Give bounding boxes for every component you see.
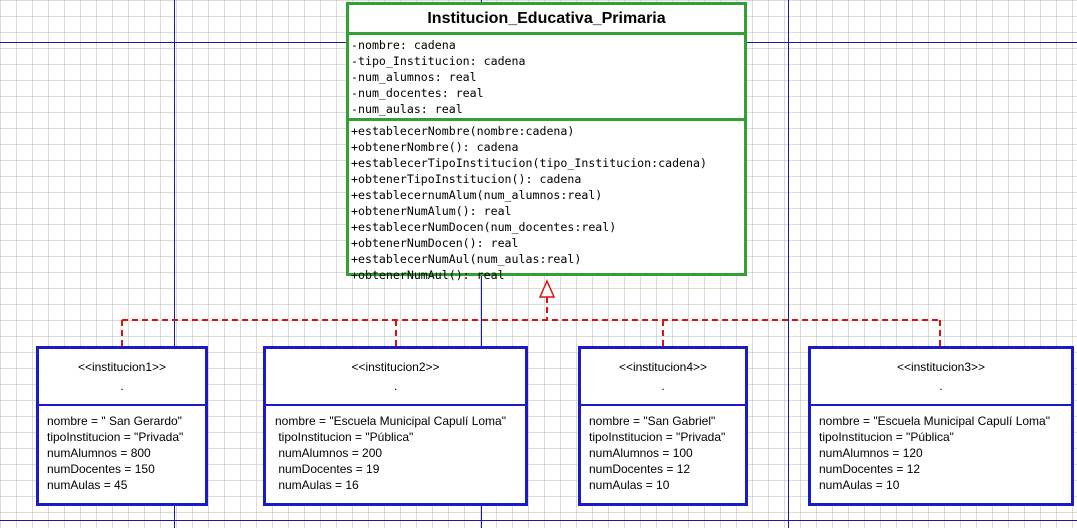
object-box-institucion3[interactable]: <<institucion3>> . nombre = "Escuela Mun… [808,346,1074,506]
object-box-institucion1[interactable]: <<institucion1>> . nombre = " San Gerard… [36,346,208,506]
object-stereotype: <<institucion3>> [896,360,986,374]
object-header: <<institucion3>> . [811,349,1071,406]
object-header: <<institucion4>> . [581,349,745,406]
object-field: nombre = " San Gerardo" [47,414,182,428]
object-field: tipoInstitucion = "Pública" [819,430,954,444]
class-name: Institucion_Educativa_Primaria [349,5,744,35]
class-method: +obtenerNumAlum(): real [351,204,512,218]
object-field: numAulas = 10 [589,478,670,492]
object-field: numAulas = 16 [275,478,359,492]
class-attributes: -nombre: cadena -tipo_Institucion: caden… [349,35,744,121]
class-method: +establecerNombre(nombre:cadena) [351,124,575,138]
object-stereotype: <<institucion2>> [351,360,440,374]
guide-line-vertical-left [174,0,175,528]
class-attribute: -num_docentes: real [351,86,484,100]
object-field: numAlumnos = 100 [589,446,693,460]
class-attribute: -num_aulas: real [351,102,463,116]
object-field: numAlumnos = 200 [275,446,383,460]
object-fields: nombre = "Escuela Municipal Capulí Loma"… [266,406,525,493]
object-stereotype: <<institucion4>> [618,360,708,374]
object-fields: nombre = " San Gerardo" tipoInstitucion … [39,406,205,493]
guide-line-horizontal-bottom [0,520,1077,521]
object-separator: . [393,379,398,393]
object-field: numAulas = 10 [819,478,900,492]
object-field: numDocentes = 19 [275,462,380,476]
guide-line-vertical-right [788,0,789,528]
object-field: nombre = "Escuela Municipal Capulí Loma" [275,414,506,428]
object-box-institucion4[interactable]: <<institucion4>> . nombre = "San Gabriel… [578,346,748,506]
class-method: +obtenerNombre(): cadena [351,140,519,154]
object-header: <<institucion2>> . [266,349,525,406]
object-field: tipoInstitucion = "Privada" [589,430,726,444]
object-separator: . [661,379,665,393]
class-method: +establecerTipoInstitucion(tipo_Instituc… [351,156,707,170]
object-field: tipoInstitucion = "Privada" [47,430,184,444]
object-field: numDocentes = 150 [47,462,155,476]
object-stereotype: <<institucion1>> [77,360,167,374]
object-field: numDocentes = 12 [589,462,691,476]
class-method: +establecerNumDocen(num_docentes:real) [351,220,617,234]
object-fields: nombre = "Escuela Municipal Capulí Loma"… [811,406,1071,493]
uml-class-box[interactable]: Institucion_Educativa_Primaria -nombre: … [346,2,747,282]
object-field: nombre = "San Gabriel" [589,414,716,428]
object-separator: . [939,379,943,393]
class-method: +obtenerNumDocen(): real [351,236,519,250]
class-attribute: -tipo_Institucion: cadena [351,54,526,68]
object-field: numDocentes = 12 [819,462,921,476]
object-box-institucion2[interactable]: <<institucion2>> . nombre = "Escuela Mun… [263,346,528,506]
object-field: numAulas = 45 [47,478,128,492]
realization-arrowhead [538,279,556,298]
object-fields: nombre = "San Gabriel" tipoInstitucion =… [581,406,745,493]
class-method: +obtenerTipoInstitucion(): cadena [351,172,582,186]
object-separator: . [120,379,124,393]
object-field: numAlumnos = 800 [47,446,151,460]
class-methods: +establecerNombre(nombre:cadena) +obtene… [349,121,744,283]
class-method: +obtenerNumAul(): real [351,268,505,282]
object-header: <<institucion1>> . [39,349,205,406]
class-method: +establecernumAlum(num_alumnos:real) [351,188,603,202]
object-field: numAlumnos = 120 [819,446,923,460]
class-attribute: -nombre: cadena [351,38,456,52]
class-method: +establecerNumAul(num_aulas:real) [351,252,582,266]
object-field: nombre = "Escuela Municipal Capulí Loma" [819,414,1050,428]
object-field: tipoInstitucion = "Pública" [275,430,414,444]
class-attribute: -num_alumnos: real [351,70,477,84]
